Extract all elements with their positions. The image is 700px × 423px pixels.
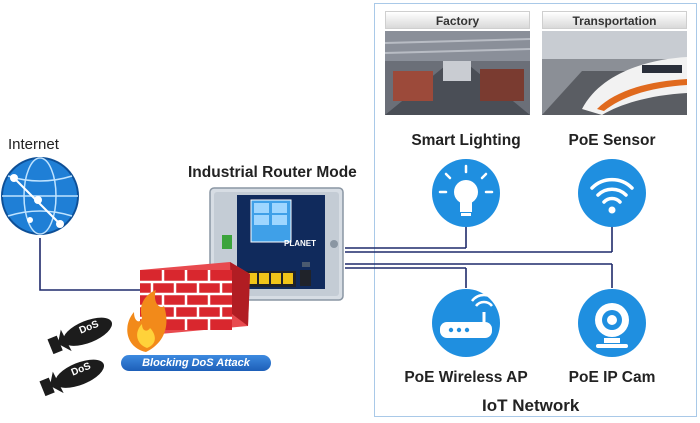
poe-sensor-label: PoE Sensor bbox=[568, 132, 656, 149]
factory-photo-label: Factory bbox=[385, 11, 530, 29]
router-brand-text: PLANET bbox=[284, 239, 316, 248]
network-wires bbox=[39, 225, 613, 291]
router-mode-title: Industrial Router Mode bbox=[188, 164, 357, 181]
router-icon bbox=[432, 289, 500, 357]
smart-lighting-label: Smart Lighting bbox=[411, 132, 521, 149]
webcam-icon bbox=[578, 289, 646, 357]
wifi-icon bbox=[578, 159, 646, 227]
blocking-dos-badge: Blocking DoS Attack bbox=[121, 355, 271, 371]
industrial-router-device bbox=[209, 187, 344, 301]
iot-network-label: IoT Network bbox=[482, 396, 580, 415]
dos-bomb-icon-1 bbox=[47, 317, 113, 355]
lightbulb-icon bbox=[432, 159, 500, 227]
internet-globe-icon bbox=[1, 157, 79, 235]
iot-network-panel bbox=[374, 3, 697, 417]
firewall-icon bbox=[140, 262, 250, 334]
internet-label: Internet bbox=[8, 136, 59, 153]
dos-bomb-icon-2 bbox=[39, 359, 105, 397]
poe-wireless-ap-label: PoE Wireless AP bbox=[404, 369, 528, 386]
train-photo bbox=[542, 31, 687, 115]
factory-photo bbox=[385, 31, 530, 115]
fire-icon bbox=[127, 290, 167, 352]
transportation-photo-label: Transportation bbox=[542, 11, 687, 29]
poe-ip-cam-label: PoE IP Cam bbox=[568, 369, 656, 386]
